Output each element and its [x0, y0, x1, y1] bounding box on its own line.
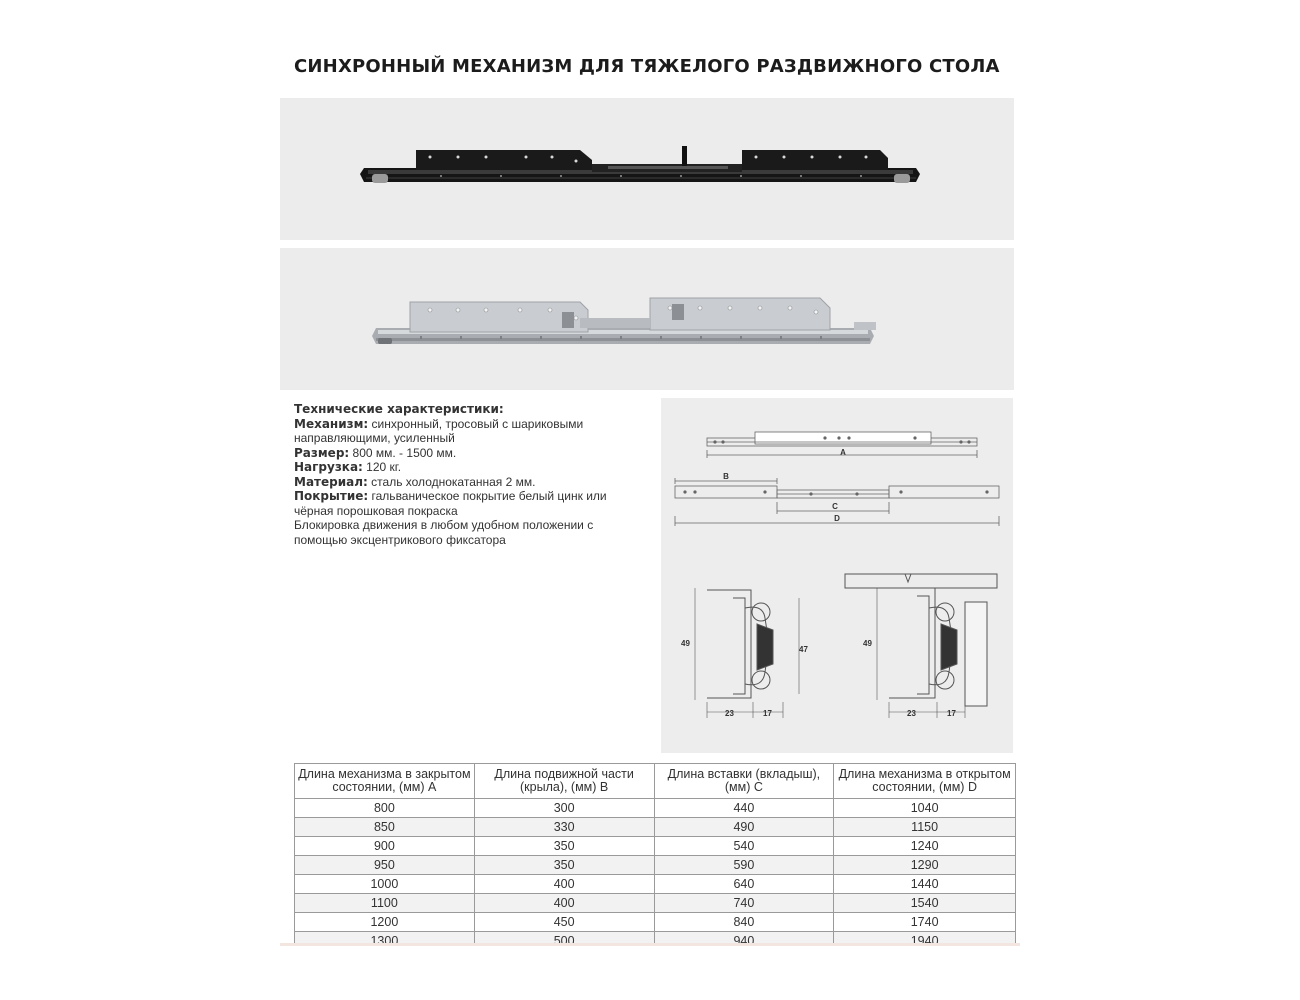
- table-cell: 1240: [833, 836, 1016, 856]
- table-cell: 400: [473, 874, 655, 894]
- dim-47: 47: [799, 645, 808, 654]
- dim-23-right: 23: [907, 709, 916, 718]
- table-cell: 1100: [294, 893, 475, 913]
- page-title: СИНХРОННЫЙ МЕХАНИЗМ ДЛЯ ТЯЖЕЛОГО РАЗДВИЖ…: [294, 56, 1000, 77]
- column-header: Длина подвижной части(крыла), (мм) В: [473, 763, 655, 799]
- spec-mechanism-label: Механизм:: [294, 416, 369, 431]
- table-cell: 590: [653, 855, 835, 875]
- spec-material-label: Материал:: [294, 474, 368, 489]
- table-cell: 1440: [833, 874, 1016, 894]
- table-cell: 800: [294, 798, 475, 818]
- spec-coating-value-2: чёрная порошковая покраска: [294, 503, 458, 518]
- spec-material-value: сталь холоднокатанная 2 мм.: [367, 474, 536, 489]
- spec-size-label: Размер:: [294, 445, 350, 460]
- spec-lock-line-1: Блокировка движения в любом удобном поло…: [294, 518, 594, 532]
- product-photo-zinc: [280, 248, 1014, 390]
- spec-size-value: 800 мм. - 1500 мм.: [349, 445, 457, 460]
- dim-17-right: 17: [947, 709, 956, 718]
- table-cell: 900: [294, 836, 475, 856]
- dim-23-left: 23: [725, 709, 734, 718]
- dim-label-a: A: [840, 448, 846, 457]
- specs-heading: Технические характеристики:: [294, 402, 504, 416]
- table-cell: 1200: [294, 912, 475, 932]
- dim-label-c: C: [832, 502, 838, 511]
- column-header: Длина вставки (вкладыш),(мм) С: [653, 763, 835, 799]
- technical-drawing: A B C D 49 47 23 17: [661, 398, 1013, 753]
- page-crop-mask: [280, 944, 1020, 1000]
- table-cell: 640: [653, 874, 835, 894]
- spec-coating: Покрытие: гальваническое покрытие белый …: [294, 489, 644, 504]
- spec-mechanism-value-2: направляющими, усиленный: [294, 431, 455, 445]
- dim-17-left: 17: [763, 709, 772, 718]
- spec-material: Материал: сталь холоднокатанная 2 мм.: [294, 475, 644, 490]
- table-cell: 1540: [833, 893, 1016, 913]
- spec-load-value: 120 кг.: [362, 460, 402, 474]
- table-cell: 400: [473, 893, 655, 913]
- table-cell: 740: [653, 893, 835, 913]
- spec-coating-label: Покрытие:: [294, 489, 369, 503]
- table-cell: 850: [294, 817, 475, 837]
- dim-49-right: 49: [863, 639, 872, 648]
- table-cell: 1290: [833, 855, 1016, 875]
- spec-lock-line-2: помощью эксцентрикового фиксатора: [294, 532, 506, 547]
- table-cell: 450: [473, 912, 655, 932]
- table-cell: 540: [653, 836, 835, 856]
- spec-load: Нагрузка: 120 кг.: [294, 460, 644, 475]
- spec-load-label: Нагрузка:: [294, 460, 363, 474]
- table-cell: 1000: [294, 874, 475, 894]
- product-photo-black: [280, 98, 1014, 240]
- spec-mechanism-value: синхронный, тросовый с шариковыми: [368, 416, 584, 431]
- table-cell: 350: [473, 855, 655, 875]
- table-cell: 440: [653, 798, 835, 818]
- table-cell: 350: [473, 836, 655, 856]
- table-cell: 1740: [833, 912, 1016, 932]
- dim-label-d: D: [834, 514, 840, 523]
- specifications: Технические характеристики: Механизм: си…: [294, 402, 644, 547]
- table-cell: 1040: [833, 798, 1016, 818]
- table-cell: 300: [473, 798, 655, 818]
- table-cell: 330: [473, 817, 655, 837]
- spec-mechanism: Механизм: синхронный, тросовый с шариков…: [294, 417, 644, 432]
- spec-size: Размер: 800 мм. - 1500 мм.: [294, 446, 644, 461]
- table-cell: 840: [653, 912, 835, 932]
- table-cell: 1150: [833, 817, 1016, 837]
- page-crop-edge: [280, 943, 1020, 946]
- table-cell: 490: [653, 817, 835, 837]
- table-cell: 950: [294, 855, 475, 875]
- dim-label-b: B: [723, 472, 729, 481]
- spec-coating-value: гальваническое покрытие белый цинк или: [368, 489, 607, 503]
- dim-49-left: 49: [681, 639, 690, 648]
